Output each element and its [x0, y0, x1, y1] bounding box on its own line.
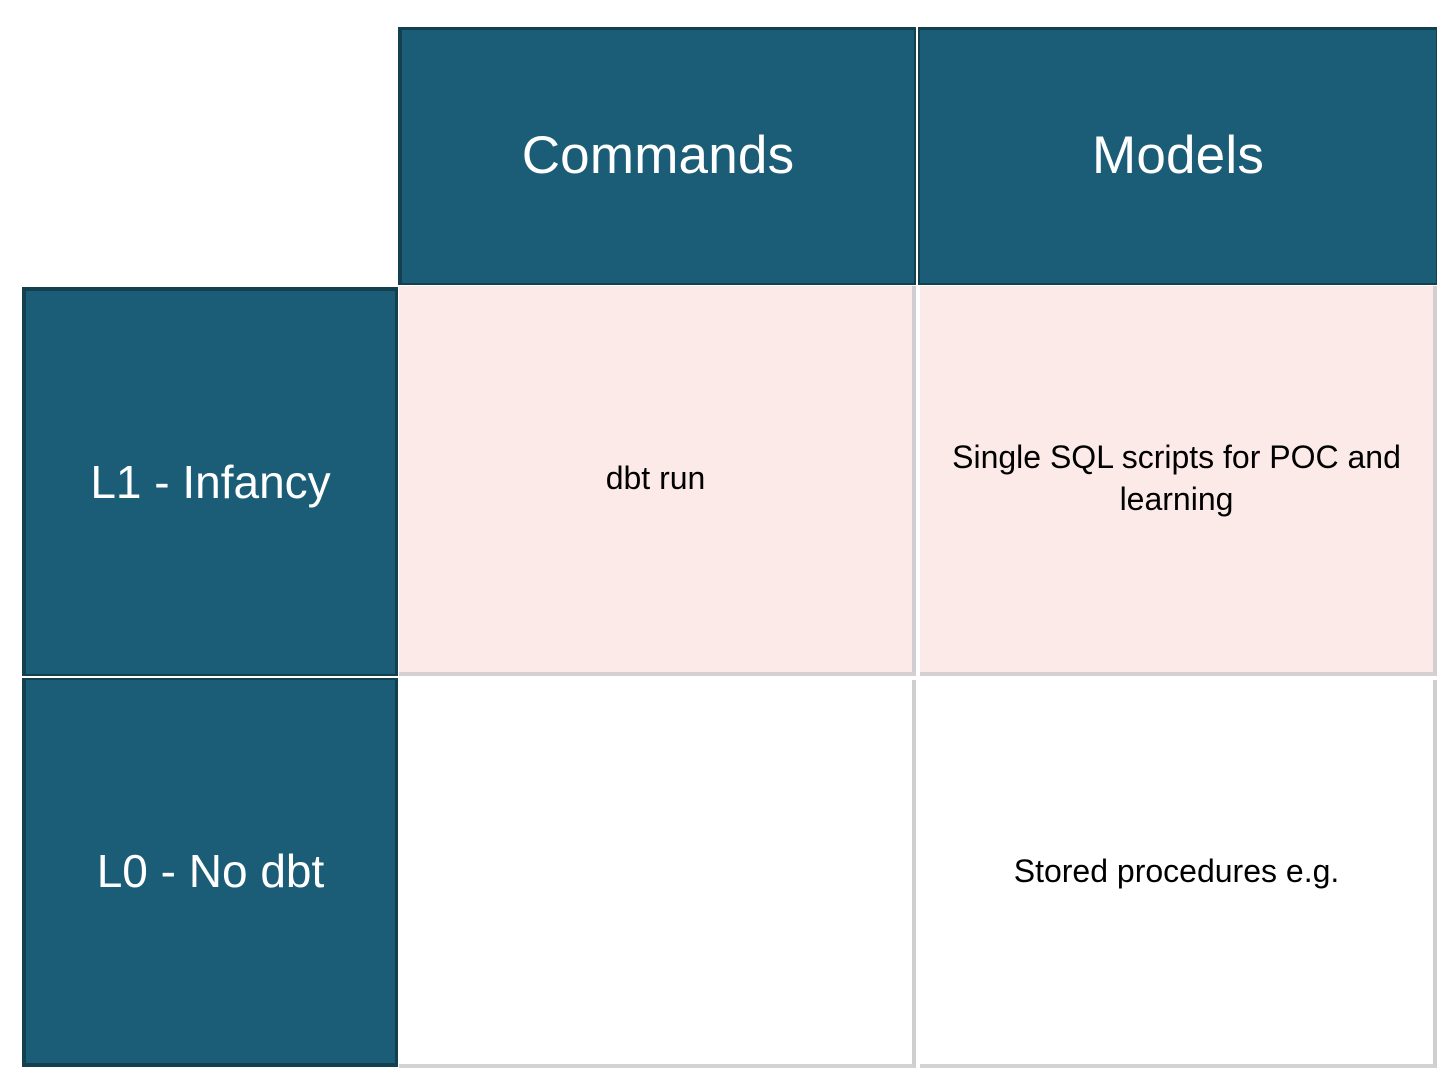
- row-header-l0-no-dbt-label: L0 - No dbt: [96, 845, 325, 898]
- cell-l0-models-text: Stored procedures e.g.: [1013, 853, 1340, 890]
- column-header-models-label: Models: [1091, 126, 1265, 186]
- cell-l0-commands: [399, 680, 916, 1068]
- cell-l1-models: Single SQL scripts for POC and learning: [920, 286, 1437, 676]
- cell-l1-commands: dbt run: [399, 286, 916, 676]
- row-header-l1-infancy: L1 - Infancy: [22, 287, 398, 676]
- column-header-commands-label: Commands: [521, 126, 795, 186]
- cell-l1-models-text: Single SQL scripts for POC and learning: [952, 439, 1401, 517]
- cell-l1-commands-text: dbt run: [605, 460, 706, 497]
- cell-l0-models: Stored procedures e.g.: [920, 680, 1437, 1068]
- row-header-l0-no-dbt: L0 - No dbt: [22, 678, 398, 1067]
- row-header-l1-infancy-label: L1 - Infancy: [90, 456, 331, 509]
- column-header-commands: Commands: [398, 27, 916, 285]
- column-header-models: Models: [918, 27, 1437, 285]
